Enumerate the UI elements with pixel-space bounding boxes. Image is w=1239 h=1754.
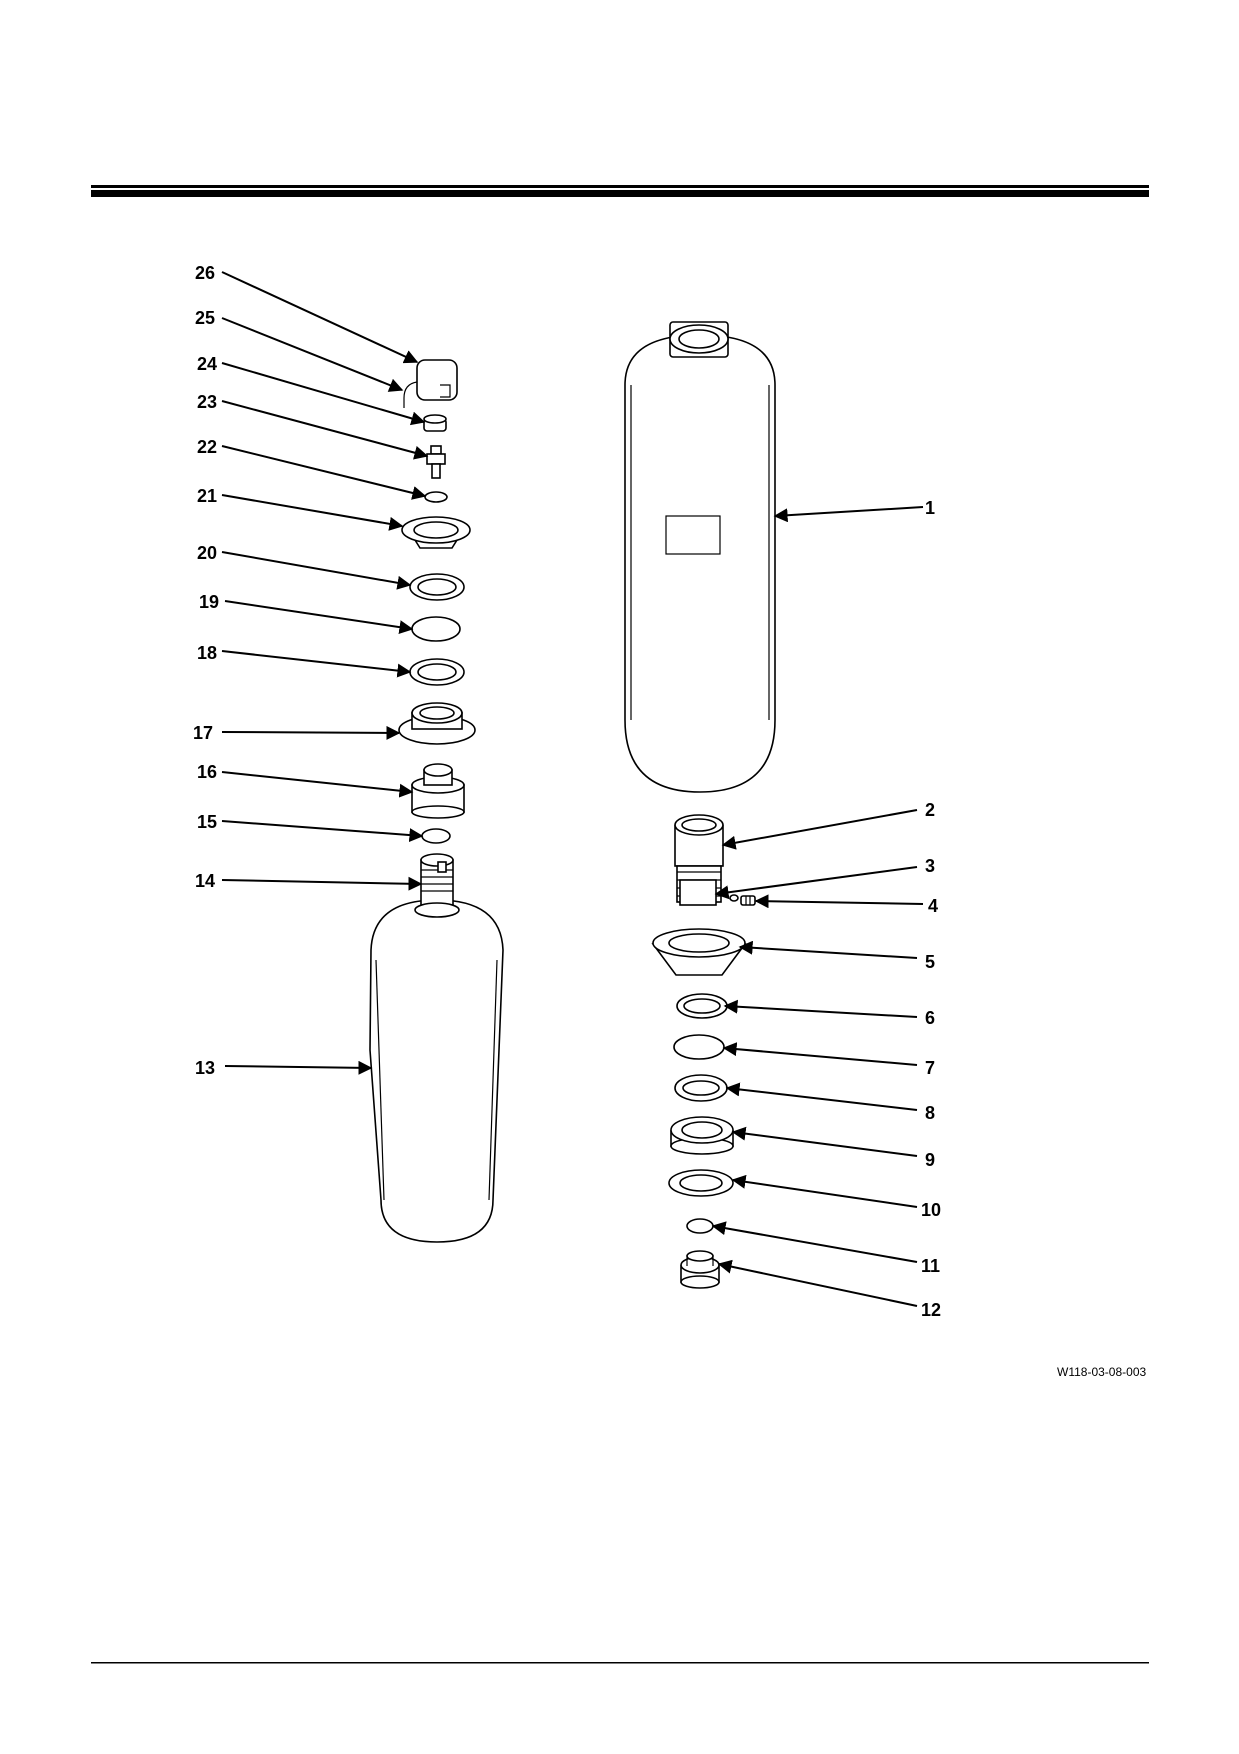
part-6-ring	[676, 993, 728, 1019]
part-4-plug	[740, 895, 756, 906]
part-26-cap	[416, 359, 458, 401]
callout-2: 2	[925, 800, 935, 820]
callout-13: 13	[195, 1058, 215, 1078]
callout-24: 24	[197, 354, 217, 374]
callout-20: 20	[197, 543, 217, 563]
part-1-shell	[624, 321, 776, 793]
header-rule	[91, 185, 1149, 197]
part-25-bracket	[403, 381, 418, 408]
part-19-disc	[411, 616, 461, 642]
callout-16: 16	[197, 762, 217, 782]
callout-22: 22	[197, 437, 217, 457]
leader-lines	[221, 271, 924, 1307]
callout-7: 7	[925, 1058, 935, 1078]
part-20-ring	[409, 573, 465, 601]
callout-15: 15	[197, 812, 217, 832]
part-8-ring	[674, 1074, 728, 1102]
callout-11: 11	[921, 1256, 940, 1276]
callout-10: 10	[921, 1200, 941, 1220]
callout-25: 25	[195, 308, 215, 328]
callout-1: 1	[925, 498, 935, 518]
part-9-bushing	[670, 1116, 734, 1155]
footer-rule	[91, 1662, 1149, 1664]
callout-18: 18	[197, 643, 217, 663]
callout-19: 19	[199, 592, 219, 612]
part-15-disc	[421, 828, 451, 844]
callout-14: 14	[195, 871, 215, 891]
part-24-small-cap	[423, 414, 447, 432]
callout-9: 9	[925, 1150, 935, 1170]
callout-21: 21	[197, 486, 217, 506]
part-17-flange	[398, 702, 476, 745]
callout-labels: 1 2 3 4 5 6 7 8 9 10 11 12 13 14 15 16 1…	[193, 263, 941, 1320]
callout-23: 23	[197, 392, 217, 412]
callout-17: 17	[193, 723, 213, 743]
callout-12: 12	[921, 1300, 941, 1320]
callout-6: 6	[925, 1008, 935, 1028]
part-11-disc	[686, 1218, 714, 1234]
part-18-ring	[409, 658, 465, 686]
part-2-valve-body	[674, 814, 724, 906]
figure-id: W118-03-08-003	[1057, 1365, 1146, 1379]
part-10-ring	[668, 1169, 734, 1197]
part-16-stepped-collar	[411, 763, 465, 819]
part-3-o-ring	[729, 894, 739, 902]
part-21-flanged-ring	[401, 516, 471, 549]
part-7-disc	[673, 1034, 725, 1060]
callout-8: 8	[925, 1103, 935, 1123]
part-22-o-ring	[424, 491, 448, 503]
part-23-valve-core	[426, 445, 446, 479]
callout-3: 3	[925, 856, 935, 876]
part-5-flange	[651, 928, 747, 976]
callout-26: 26	[195, 263, 215, 283]
callout-5: 5	[925, 952, 935, 972]
callout-4: 4	[928, 896, 938, 916]
part-13-bladder	[369, 899, 504, 1243]
part-12-nut	[680, 1250, 720, 1289]
part-14-threaded-neck	[414, 853, 460, 918]
